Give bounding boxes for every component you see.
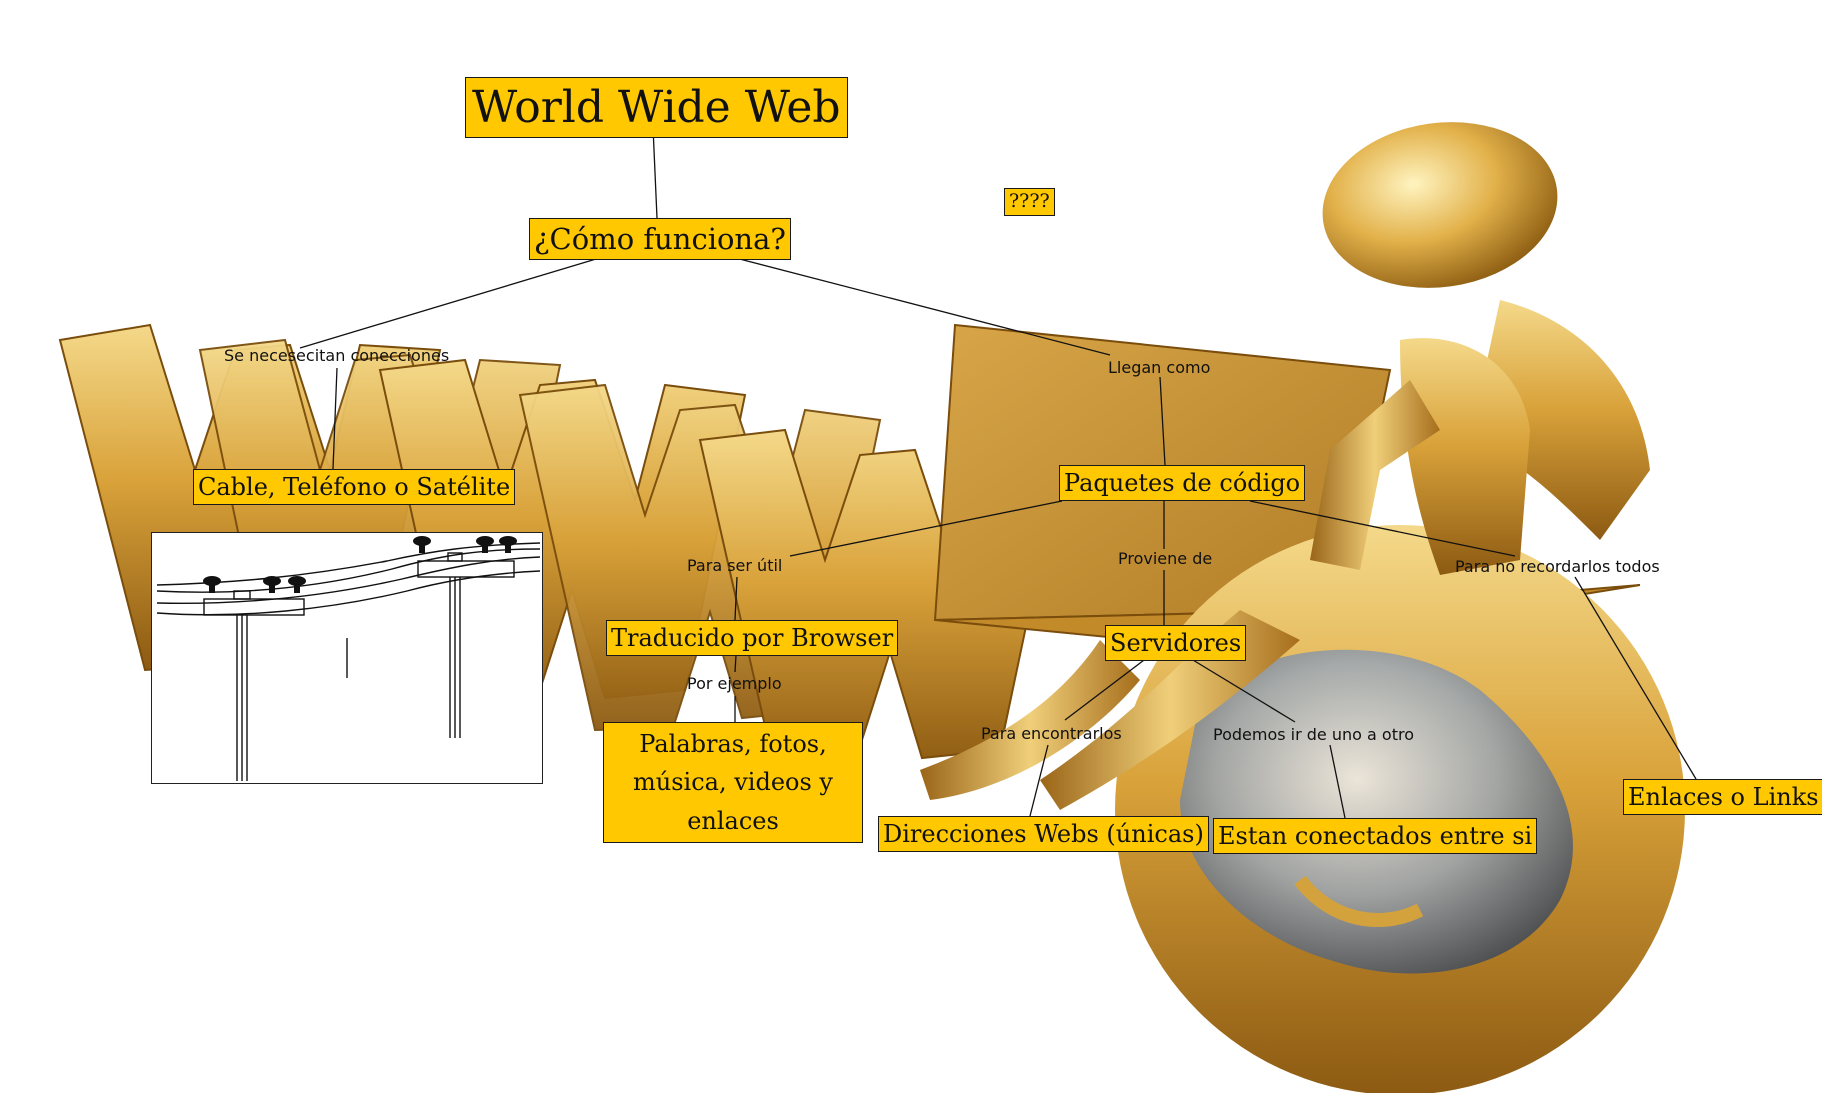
link-label-para-encontrarlos: Para encontrarlos: [981, 724, 1122, 743]
link-label-se-necesecitan: Se necesecitan conecciones: [224, 346, 450, 365]
node-enlaces: Enlaces o Links: [1623, 779, 1822, 815]
link-label-para-ser-util: Para ser útil: [687, 556, 783, 575]
utility-poles-image: [151, 532, 543, 784]
node-estan-conectados: Estan conectados entre si: [1213, 818, 1538, 854]
link-label-para-no-recordarlos: Para no recordarlos todos: [1455, 557, 1660, 576]
node-paquetes: Paquetes de código: [1059, 465, 1306, 501]
page-title: World Wide Web: [465, 77, 848, 138]
node-servidores: Servidores: [1105, 625, 1247, 661]
node-cable: Cable, Teléfono o Satélite: [193, 469, 516, 505]
link-label-podemos-ir: Podemos ir de uno a otro: [1213, 725, 1414, 744]
utility-poles-drawing: [156, 536, 541, 781]
node-traducido: Traducido por Browser: [606, 620, 899, 656]
node-como-funciona: ¿Cómo funciona?: [529, 218, 791, 261]
link-label-llegan-como: Llegan como: [1108, 358, 1211, 377]
link-label-proviene-de: Proviene de: [1118, 549, 1213, 568]
gold-figure-graphic: [920, 122, 1650, 810]
link-label-por-ejemplo: Por ejemplo: [687, 674, 782, 693]
connector-lines: [299, 126, 1697, 819]
globe-graphic: [1115, 525, 1685, 1093]
node-direcciones: Direcciones Webs (únicas): [878, 816, 1209, 852]
node-palabras: Palabras, fotos, música, videos y enlace…: [603, 722, 863, 844]
node-question-marks: ????: [1004, 188, 1055, 216]
